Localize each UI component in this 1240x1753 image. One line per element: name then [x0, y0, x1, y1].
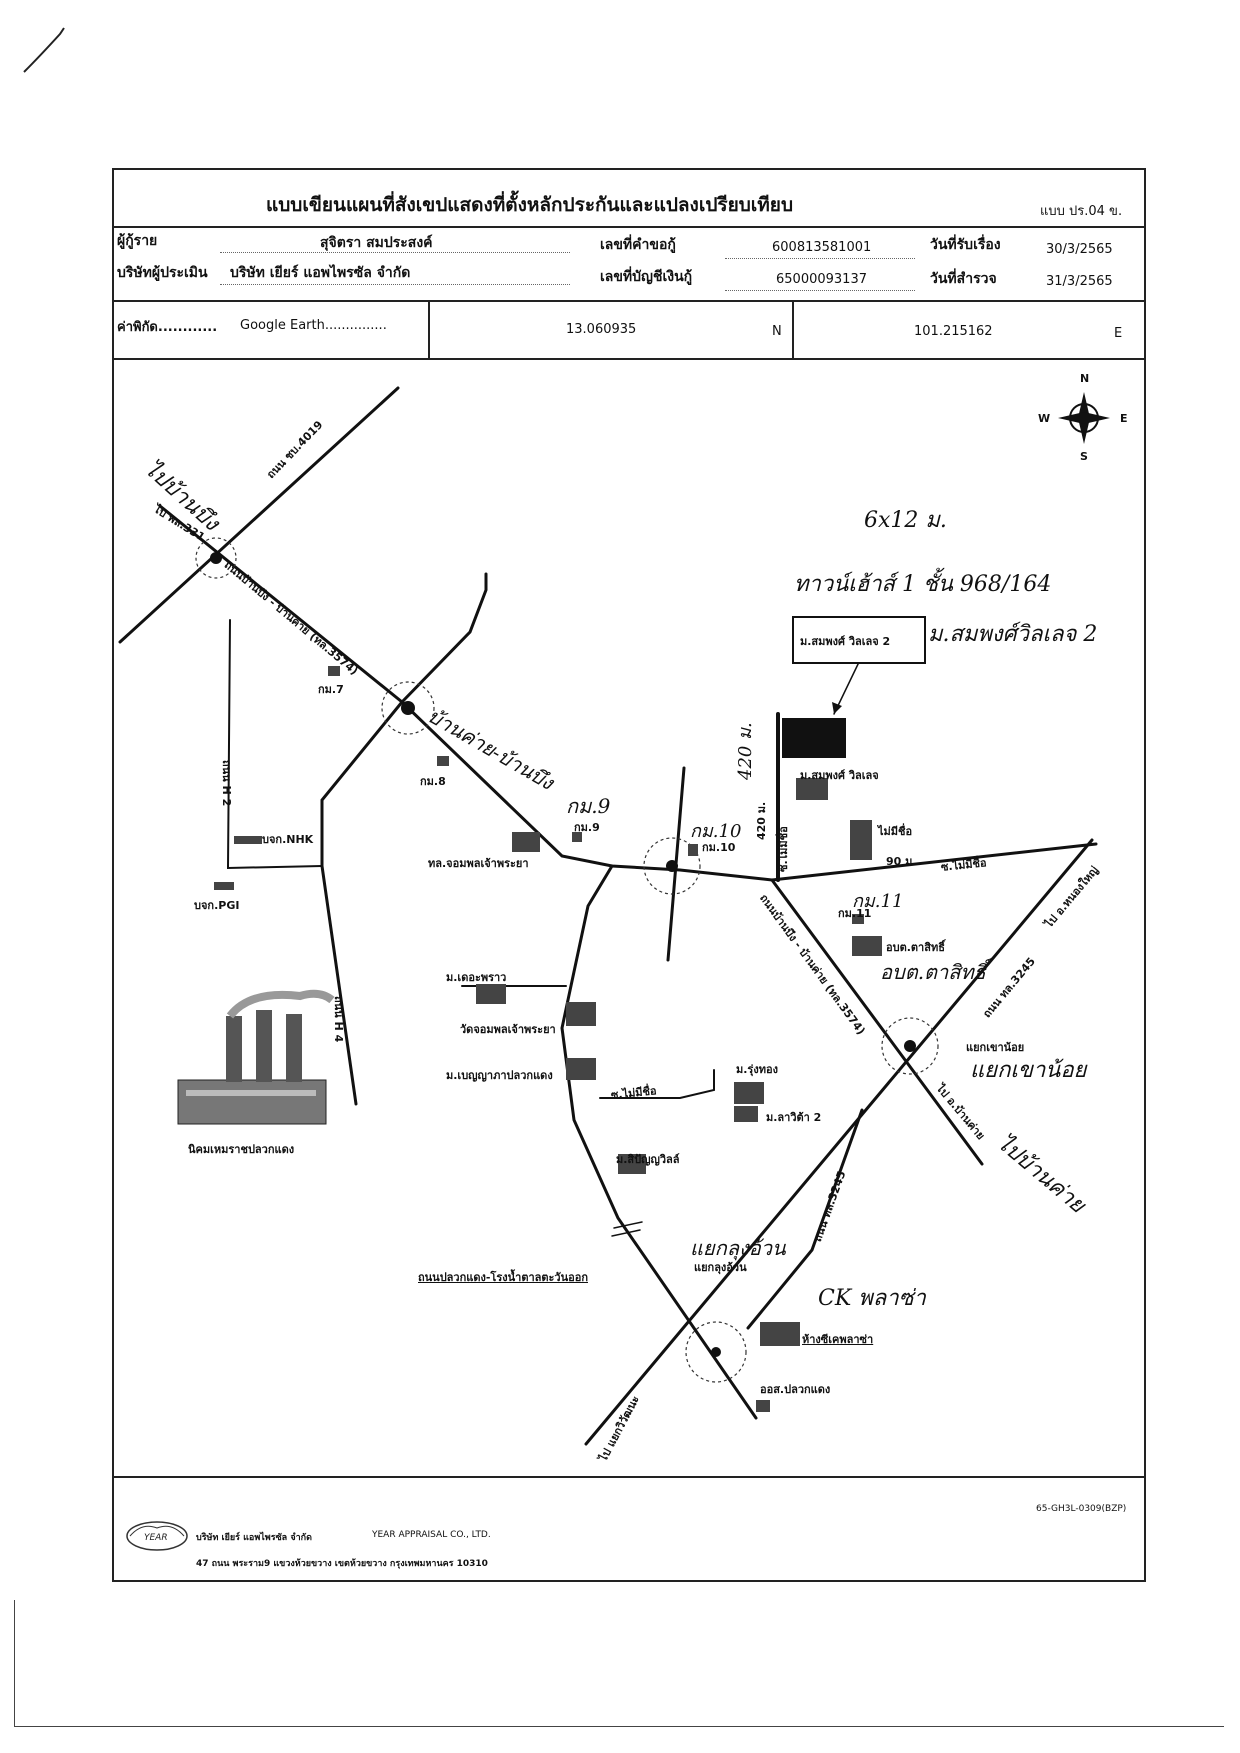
compass-s: S	[1080, 450, 1088, 463]
ngv-station-label: บจก.NHK	[262, 833, 314, 846]
hand-village: ม.สมพงศ์วิลเลจ 2	[928, 622, 1098, 647]
borrower-label: ผู้กู้ราย	[117, 233, 158, 249]
account-dotline	[725, 290, 915, 291]
road-pluakdaeng-line	[560, 864, 758, 1420]
received-date-value: 30/3/2565	[1046, 242, 1113, 257]
request-no-label: เลขที่คำขอกู้	[600, 237, 676, 253]
village-callout-label: ม.สมพงศ์ วิลเลจ 2	[800, 635, 891, 648]
page-left-edge	[14, 1600, 15, 1726]
header-divider	[112, 226, 1146, 228]
form-frame	[112, 168, 1146, 1582]
account-no-label: เลขที่บัญชีเงินกู้	[600, 269, 693, 285]
compass-e: E	[1120, 412, 1128, 425]
latitude-dir: N	[772, 324, 782, 339]
junction-khao-noi-label: แยกเขาน้อย	[966, 1041, 1025, 1054]
page-bottom-edge	[14, 1726, 1224, 1727]
longitude-value: 101.215162	[914, 324, 993, 339]
hand-km10: กม.10	[690, 821, 742, 842]
road-3245-line	[584, 838, 1094, 1446]
coords-divider	[112, 358, 1146, 360]
soi-unnamed-label: ซ.ไม่มีชื่อ	[777, 826, 790, 872]
hand-km9: กม.9	[566, 794, 611, 818]
survey-date-value: 31/3/2565	[1046, 274, 1113, 289]
received-date-label: วันที่รับเรื่อง	[930, 237, 1001, 253]
road-h2-label: ถนน H 2	[220, 760, 233, 807]
compass-rose	[1058, 392, 1110, 444]
dist-90-label: 90 ม.	[886, 855, 917, 868]
camp-label: ทล.จอมพลเจ้าพระยา	[428, 857, 529, 870]
road-branch-north-line	[400, 572, 488, 704]
hand-kung-ao: แยกลุงอ้วน	[690, 1236, 786, 1260]
hand-townhouse: ทาวน์เฮ้าส์ 1 ชั้น 968/164	[794, 572, 1052, 597]
info-divider	[112, 300, 1146, 302]
appraiser-label: บริษัทผู้ประเมิน	[117, 265, 208, 281]
village-benya-label: ม.เบญญาภาปลวกแดง	[446, 1069, 553, 1082]
soi-rungthong-line	[599, 1069, 715, 1099]
district-hospital-label: ออส.ปลวกแดง	[760, 1383, 831, 1396]
hand-ck-plaza: CK พลาซ่า	[818, 1286, 926, 1311]
hand-obt: อบต.ตาสิทธิ์	[880, 960, 986, 984]
road-h2-line	[226, 619, 323, 870]
appraiser-dotline	[220, 284, 570, 285]
km11-label: กม.11	[838, 907, 872, 920]
hand-khao-noi: แยกเขาน้อย	[970, 1058, 1087, 1083]
coords-source: Google Earth...............	[240, 318, 387, 333]
km10-label: กม.10	[702, 841, 736, 854]
svg-text:YEAR: YEAR	[144, 1533, 168, 1543]
village-rungthong-label: ม.รุ่งทอง	[736, 1063, 778, 1076]
mai-mi-chue-label: ไม่มีชื่อ	[878, 825, 913, 838]
factory-illustration	[177, 989, 335, 1125]
road-3245-south-line	[746, 1108, 864, 1330]
road-3574-se-line	[770, 878, 984, 1166]
village-lavita-label: ม.ลาวิต้า 2	[766, 1111, 822, 1124]
tambon-admin-label: อบต.ตาสิทธิ์	[886, 941, 945, 954]
ptt-station-label: บจก.PGI	[194, 899, 240, 912]
hand-420: 420 ม.	[735, 722, 756, 780]
longitude-dir: E	[1114, 326, 1123, 341]
pen-stroke-mark	[23, 27, 65, 73]
latitude-value: 13.060935	[566, 322, 637, 337]
km9-label: กม.9	[574, 821, 600, 834]
company-name-en: YEAR APPRAISAL CO., LTD.	[372, 1530, 491, 1540]
request-dotline	[725, 258, 915, 259]
road-h4-line	[320, 700, 404, 1106]
account-no-value: 65000093137	[776, 272, 867, 287]
company-name-th: บริษัท เยียร์ แอพไพรซัล จำกัด	[196, 1533, 312, 1543]
village-callout-box	[792, 616, 926, 664]
doc-code: 65-GH3L-0309(BZP)	[1036, 1504, 1127, 1514]
request-no-value: 600813581001	[772, 240, 872, 255]
road-pluakdaeng-label: ถนนปลวกแดง-โรงน้ำตาลตะวันออก	[418, 1271, 588, 1284]
coords-col-1	[428, 300, 430, 358]
company-address: 47 ถนน พระราม9 แขวงห้วยขวาง เขตห้วยขวาง …	[196, 1559, 488, 1569]
km7-label: กม.7	[318, 683, 344, 696]
compass-w: W	[1038, 412, 1051, 425]
mall-label: ห้างซีเคพลาซ่า	[802, 1333, 874, 1346]
form-title: แบบเขียนแผนที่สังเขปแสดงที่ตั้งหลักประกั…	[266, 194, 793, 216]
dist-420-label: 420 ม.	[755, 801, 768, 840]
company-logo: YEAR	[122, 1516, 192, 1556]
footer-divider	[112, 1476, 1146, 1478]
survey-date-label: วันที่สำรวจ	[930, 271, 997, 287]
industrial-estate-label: นิคมเหมราชปลวกแดง	[188, 1143, 295, 1156]
road-4019-line	[118, 386, 400, 644]
subject-property-block	[782, 718, 846, 758]
coords-col-2	[792, 300, 794, 358]
coords-label: ค่าพิกัด............	[117, 320, 218, 335]
hand-size: 6x12 ม.	[864, 508, 947, 533]
village-block-label: ม.สมพงศ์ วิลเลจ	[800, 769, 879, 782]
road-3574-line	[158, 504, 1098, 882]
village-siripanya-label: ม.สิปัญญวิลล์	[616, 1153, 680, 1166]
road-h4-label: ถนน H 4	[332, 996, 345, 1043]
borrower-value: สุจิตรา สมประสงค์	[320, 235, 433, 251]
borrower-dotline	[220, 252, 570, 253]
compass-n: N	[1080, 372, 1090, 385]
appraiser-value: บริษัท เยียร์ แอพไพรซัล จำกัด	[230, 265, 411, 281]
km8-label: กม.8	[420, 775, 446, 788]
temple-label: วัดจอมพลเจ้าพระยา	[460, 1023, 556, 1036]
junction-kung-ao-label: แยกลุงอ้วน	[694, 1261, 747, 1274]
village-phrao-label: ม.เดอะพราว	[446, 971, 507, 984]
form-code: แบบ ปร.04 ข.	[1040, 204, 1123, 219]
hand-km11: กม.11	[852, 891, 904, 912]
